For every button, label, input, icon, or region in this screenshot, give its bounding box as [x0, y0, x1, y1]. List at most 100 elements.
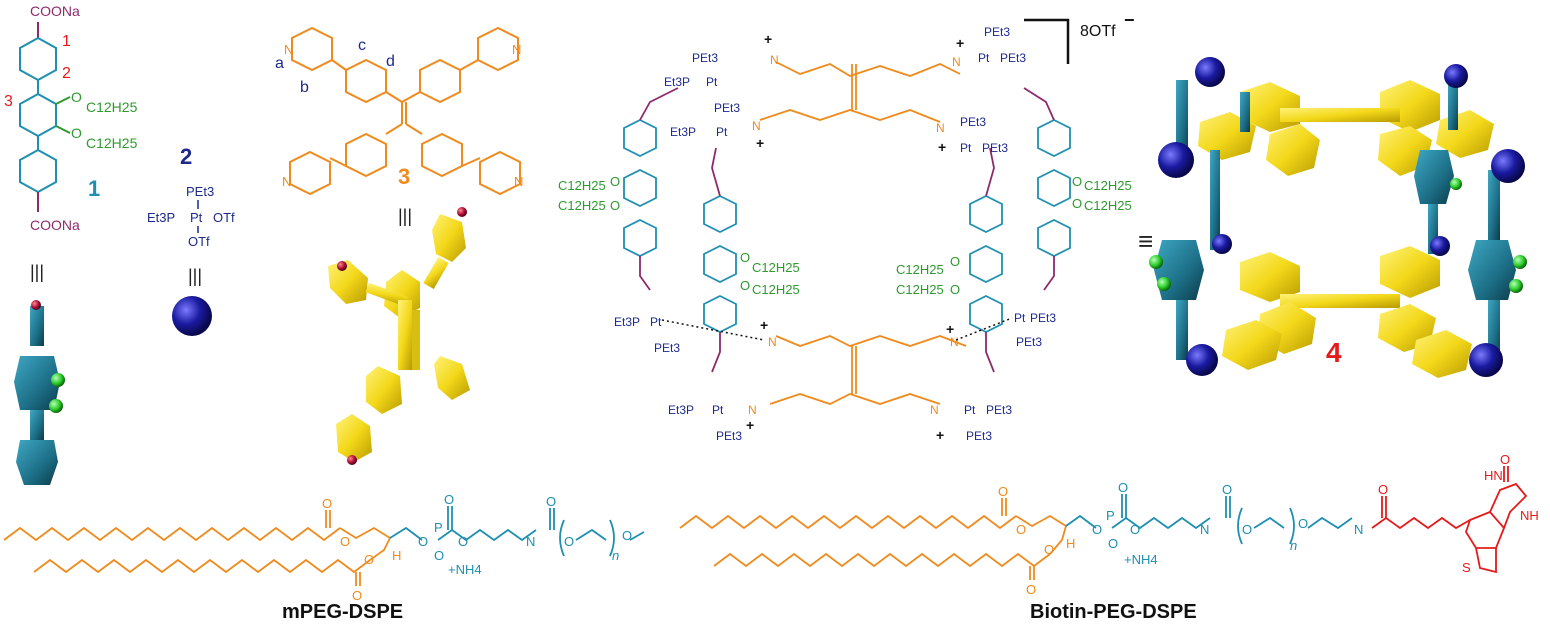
compound-2-number: 2: [180, 144, 192, 169]
compound-2-metal: Pt: [190, 210, 203, 225]
cage-pt-4-top: PEt3: [960, 115, 986, 129]
cage-pt-2-metal: Pt: [978, 51, 990, 65]
cage-chain-7: C12H25: [1084, 178, 1132, 193]
compound-3-n-4: N: [514, 174, 523, 189]
cage-pt-1-top: PEt3: [692, 51, 718, 65]
cage-n-6: N: [950, 335, 959, 349]
compound-4-green-sphere-5: [1450, 178, 1462, 190]
cage-n-4: N: [936, 121, 945, 135]
cage-pt-7-metal: Pt: [712, 403, 724, 417]
mpeg-o-phosphate-3: O: [434, 548, 444, 563]
mpeg-n-repeat: n: [612, 548, 619, 563]
biotin-o-peg-end: O: [1298, 516, 1308, 531]
compound-3-proton-a: a: [275, 55, 284, 72]
biotin-peg-dspe-name: Biotin-PEG-DSPE: [1030, 601, 1197, 623]
mpeg-o-carbamate-1: O: [546, 494, 556, 509]
cage-n-2: N: [952, 55, 961, 69]
compound-3-n-2: N: [512, 42, 521, 57]
cage-o-8: O: [1072, 196, 1082, 211]
cage-chain-3: C12H25: [752, 260, 800, 275]
compound-3-proton-c: c: [358, 37, 366, 54]
cage-pt-1-left: Et3P: [664, 75, 690, 89]
compound-4-pt-sphere-3: [1158, 142, 1194, 178]
cage-o-3: O: [740, 250, 750, 265]
cage-pt-6-metal: Pt: [1014, 311, 1026, 325]
biotin-o-ester-3: O: [1044, 542, 1054, 557]
cage-pt-8-metal: Pt: [964, 403, 976, 417]
cage-plus-7: +: [746, 417, 754, 433]
mpeg-dspe-name: mPEG-DSPE: [282, 601, 403, 623]
biotin-o-carbamate-1: O: [1222, 482, 1232, 497]
compound-4-pt-sphere-2: [1444, 64, 1468, 88]
compound-3-equivalence: |||: [398, 206, 412, 226]
cage-pt-8-bottom: PEt3: [966, 429, 992, 443]
cage-plus-6: +: [946, 321, 954, 337]
cage-plus-8: +: [936, 427, 944, 443]
compound-4-pt-sphere-5: [1212, 234, 1232, 254]
compound-1-proton-3: 3: [4, 93, 13, 110]
compound-4-number: 4: [1326, 337, 1342, 368]
cage-o-5: O: [950, 254, 960, 269]
cage-pt-7-bottom: PEt3: [716, 429, 742, 443]
compound-4-green-sphere-3: [1513, 255, 1527, 269]
cage-pt-corners: PEt3 Et3P Pt + N PEt3 Pt PEt3 + N PEt3 E…: [614, 25, 1056, 443]
compound-3-n-3: N: [282, 174, 291, 189]
mpeg-o-terminal: O: [622, 528, 632, 543]
compound-3-number: 3: [398, 164, 410, 189]
biotin-s: S: [1462, 560, 1471, 575]
cage-bracket: [1024, 18, 1070, 64]
mpeg-o-ester-1: O: [322, 496, 332, 511]
compound-1-alkoxy-o-1: O: [71, 89, 82, 105]
cage-pt-6-bottom: PEt3: [1016, 335, 1042, 349]
cage-pt-7-left: Et3P: [668, 403, 694, 417]
mpeg-o-phosphate-4: O: [458, 534, 468, 549]
cage-pt-5-left: Et3P: [614, 315, 640, 329]
cage-chain-2: C12H25: [558, 198, 606, 213]
biotin-o-ester-1: O: [998, 484, 1008, 499]
compound-3-end-sphere-1: [457, 207, 467, 217]
compound-4-model: [1149, 57, 1527, 378]
cage-plus-3: +: [756, 135, 764, 151]
cage-o-1: O: [610, 174, 620, 189]
biotin-nh: N: [1200, 522, 1209, 537]
cage-pt-2-right: PEt3: [1000, 51, 1026, 65]
compound-2-bottom: OTf: [188, 234, 210, 249]
mpeg-o-ester-3: O: [364, 552, 374, 567]
mpeg-o-ester-4: O: [352, 588, 362, 603]
mpeg-o-phosphate-2: O: [444, 492, 454, 507]
cage-tpe-cores: [759, 61, 967, 405]
cage-plus-5: +: [760, 317, 768, 333]
biotin-nh-ring: NH: [1520, 508, 1539, 523]
cage-pt-3-top: PEt3: [714, 101, 740, 115]
cage-ester-links: [639, 87, 1055, 373]
biotin-ammonium: +NH4: [1124, 552, 1158, 567]
cage-chain-6: C12H25: [896, 282, 944, 297]
compound-2-sphere: [172, 296, 212, 336]
compound-1-green-sphere-1: [51, 373, 65, 387]
compound-1-bottom-group: COONa: [30, 217, 80, 233]
cage-pt-6-right: PEt3: [1030, 311, 1056, 325]
cage-pt-5-bottom: PEt3: [654, 341, 680, 355]
cage-pt-5-metal: Pt: [650, 315, 662, 329]
compound-3-end-sphere-2: [337, 261, 347, 271]
mpeg-o-carbamate-2: O: [564, 534, 574, 549]
compound-4-green-sphere-2: [1157, 277, 1171, 291]
mpeg-o-phosphate-1: O: [418, 534, 428, 549]
biotin-o-phosphate-2: O: [1118, 480, 1128, 495]
cage-o-7: O: [1072, 174, 1082, 189]
cage-o-2: O: [610, 198, 620, 213]
compound-1-proton-2: 2: [62, 65, 71, 82]
biotin-o-ester-4: O: [1026, 582, 1036, 597]
biotin-p: P: [1106, 508, 1115, 523]
mpeg-o-ester-2: O: [340, 534, 350, 549]
biotin-amide-o: O: [1378, 482, 1388, 497]
compound-2-left: Et3P: [147, 210, 175, 225]
cage-n-8: N: [930, 403, 939, 417]
mpeg-h: H: [392, 548, 401, 563]
compound-1-end-sphere-top: [31, 300, 41, 310]
cage-pt-3-left: Et3P: [670, 125, 696, 139]
compound-4-green-sphere-1: [1149, 255, 1163, 269]
cage-chain-8: C12H25: [1084, 198, 1132, 213]
biotin-o-carbamate-2: O: [1242, 522, 1252, 537]
